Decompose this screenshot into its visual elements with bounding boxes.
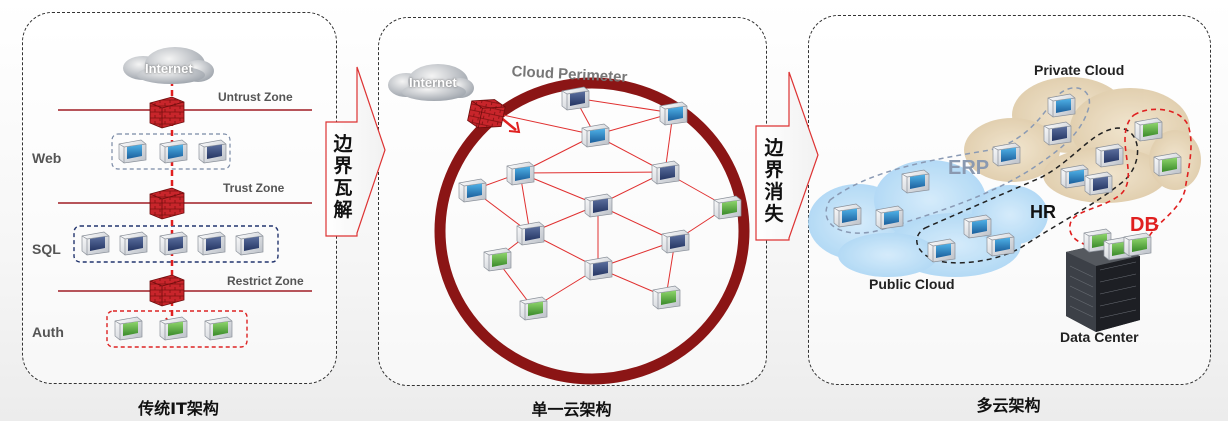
server-icon (458, 178, 487, 203)
server-icon (652, 285, 681, 310)
server-icon (833, 203, 862, 228)
tier-label-web: Web (32, 150, 62, 166)
server-icon (1123, 232, 1152, 257)
transition-char: 消 (764, 181, 784, 203)
server-icon (118, 139, 147, 164)
server-icon (963, 214, 992, 239)
server-icon (1047, 93, 1076, 118)
server-icon (1084, 171, 1113, 196)
firewall-icon (149, 187, 185, 220)
server-icon (561, 86, 590, 111)
server-icon (1103, 236, 1132, 261)
hr-label: HR (1030, 202, 1056, 222)
private-cloud-label: Private Cloud (1034, 62, 1125, 78)
tier-label-sql: SQL (32, 241, 61, 257)
server-icon (197, 231, 226, 256)
server-icon (483, 247, 512, 272)
server-icon (713, 195, 742, 220)
server-icon (198, 139, 227, 164)
tier-label-auth: Auth (32, 324, 64, 340)
server-icon (159, 316, 188, 341)
transition-char: 解 (333, 199, 353, 221)
server-icon (506, 161, 535, 186)
server-icon (659, 101, 688, 126)
internet-label: Internet (145, 61, 193, 76)
internet-cloud-icon (388, 64, 474, 101)
server-icon (927, 238, 956, 263)
internet-cloud-icon (123, 47, 214, 84)
erp-label: ERP (948, 157, 990, 179)
traditional-diagram (58, 80, 312, 348)
transition-arrow-2 (755, 71, 819, 241)
transition-char: 瓦 (333, 177, 353, 199)
transition-char: 界 (764, 159, 784, 181)
multi-cloud-diagram (808, 77, 1201, 332)
server-icon (1153, 152, 1182, 177)
server-icon (204, 316, 233, 341)
server-icon (584, 256, 613, 281)
server-icon (901, 169, 930, 194)
transition-text-1: 边 界 瓦 解 (330, 133, 356, 221)
server-icon (584, 193, 613, 218)
transition-char: 失 (764, 203, 784, 225)
zone-label-restrict: Restrict Zone (227, 274, 304, 288)
server-icon (986, 232, 1015, 257)
firewall-icon (467, 99, 506, 129)
firewall-icon (149, 96, 185, 129)
server-icon (119, 231, 148, 256)
internet-label: Internet (409, 75, 457, 90)
server-icon (875, 205, 904, 230)
data-center-label: Data Center (1060, 329, 1139, 345)
server-icon (1060, 164, 1089, 189)
server-icon (1095, 143, 1124, 168)
public-cloud-label: Public Cloud (869, 276, 955, 292)
server-icon (516, 221, 545, 246)
server-icon (1134, 117, 1163, 142)
transition-arrow-1 (325, 66, 386, 237)
transition-char: 边 (333, 133, 353, 155)
server-icon (81, 231, 110, 256)
transition-char: 界 (333, 155, 353, 177)
server-icon (661, 229, 690, 254)
server-icon (519, 296, 548, 321)
server-icon (1083, 228, 1112, 253)
server-icons (81, 86, 1182, 341)
server-icon (159, 139, 188, 164)
transition-char: 边 (764, 137, 784, 159)
server-icon (992, 142, 1021, 167)
server-icon (114, 316, 143, 341)
caption-traditional: 传统IT架构 (138, 399, 219, 418)
server-icon (1043, 121, 1072, 146)
server-icon (581, 123, 610, 148)
zone-label-untrust: Untrust Zone (218, 90, 293, 104)
caption-single-cloud: 单一云架构 (531, 400, 612, 419)
caption-multi-cloud: 多云架构 (976, 396, 1041, 415)
server-icon (651, 160, 680, 185)
transition-text-2: 边 界 消 失 (761, 137, 787, 225)
firewall-icon (149, 274, 185, 307)
server-icon (235, 231, 264, 256)
server-icon (159, 231, 188, 256)
db-label: DB (1130, 214, 1159, 236)
zone-label-trust: Trust Zone (223, 181, 285, 195)
